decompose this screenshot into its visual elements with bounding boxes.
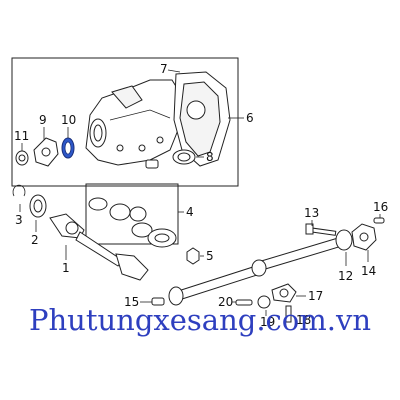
callout-9: 9 bbox=[39, 113, 47, 127]
axle-shaft-1 bbox=[49, 213, 149, 281]
callout-1: 1 bbox=[62, 261, 70, 275]
callout-20: 20 bbox=[218, 295, 233, 309]
propeller-shaft-12 bbox=[168, 229, 353, 306]
callout-6: 6 bbox=[246, 111, 254, 125]
bushing-15 bbox=[151, 297, 165, 306]
callout-16: 16 bbox=[373, 200, 388, 214]
callout-15: 15 bbox=[124, 295, 139, 309]
center-bearing-17 bbox=[271, 283, 297, 303]
callout-3: 3 bbox=[15, 213, 23, 227]
differential-housing bbox=[85, 79, 183, 166]
ring-2 bbox=[29, 194, 47, 218]
leader-lines bbox=[19, 69, 381, 316]
callout-8: 8 bbox=[206, 150, 214, 164]
boot-kit-4 bbox=[88, 197, 177, 248]
seal-10 bbox=[61, 137, 75, 159]
callout-10: 10 bbox=[61, 113, 76, 127]
callout-14: 14 bbox=[361, 264, 376, 278]
callout-7: 7 bbox=[160, 62, 168, 76]
circlip-3 bbox=[12, 184, 26, 197]
callout-13: 13 bbox=[304, 206, 319, 220]
differential-group-frame bbox=[11, 57, 239, 187]
callout-5: 5 bbox=[206, 249, 214, 263]
seal-ring-8 bbox=[172, 149, 196, 165]
nut-5 bbox=[186, 247, 200, 265]
boot-kit-frame bbox=[85, 183, 179, 245]
callout-2: 2 bbox=[31, 233, 39, 247]
bolt-13 bbox=[305, 223, 337, 236]
callout-12: 12 bbox=[338, 269, 353, 283]
callout-11: 11 bbox=[14, 129, 29, 143]
callout-4: 4 bbox=[186, 205, 194, 219]
bushing bbox=[145, 159, 159, 169]
nut-11 bbox=[15, 150, 29, 166]
callout-labels: 7 6 8 9 10 11 4 5 1 2 3 13 12 14 16 15 1… bbox=[14, 62, 388, 329]
bolt-20 bbox=[235, 299, 253, 306]
flex-disc-14 bbox=[351, 223, 377, 251]
watermark-text: Phutungxesang.com.vn bbox=[28, 303, 372, 337]
callout-19: 19 bbox=[260, 315, 275, 329]
flange-9 bbox=[33, 137, 59, 167]
callout-18: 18 bbox=[296, 313, 311, 327]
callout-17: 17 bbox=[308, 289, 323, 303]
pin-16 bbox=[373, 217, 385, 224]
bolt-18 bbox=[285, 305, 292, 323]
nut-19 bbox=[257, 295, 271, 309]
cover-gasket bbox=[173, 71, 231, 167]
